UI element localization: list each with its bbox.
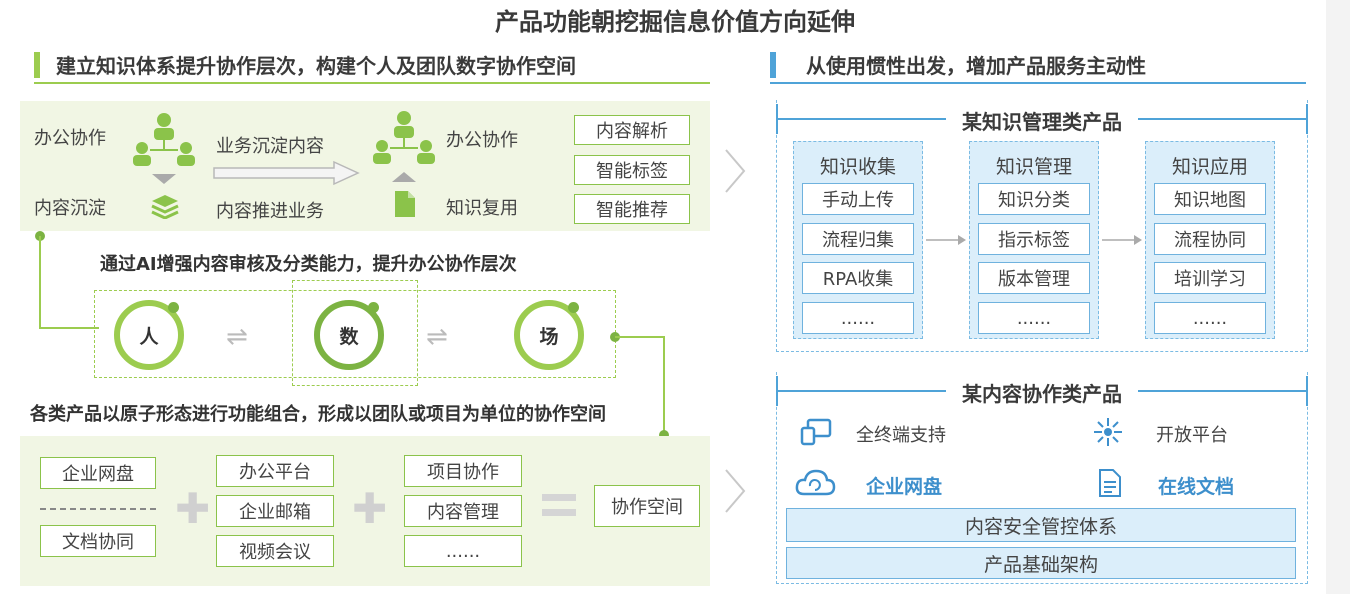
cell-process-sync: 流程协同	[1154, 223, 1266, 255]
online-doc-icon	[1099, 469, 1121, 497]
product1-title: 某知识管理类产品	[962, 110, 1122, 134]
cell-training: 培训学习	[1154, 262, 1266, 294]
feature-open-platform: 开放平台	[1156, 425, 1228, 446]
column2-head: 知识管理	[995, 156, 1072, 178]
feature-all-terminal: 全终端支持	[856, 425, 946, 446]
product1-tick-right	[1306, 104, 1308, 134]
left-heading-marker	[34, 52, 40, 78]
arrow-down-icon	[152, 174, 176, 184]
office-collab-right: 办公协作	[446, 130, 518, 151]
column3-head: 知识应用	[1171, 156, 1248, 178]
item-enterprise-disk: 企业网盘	[40, 457, 156, 489]
product2-frame	[776, 372, 1308, 584]
cell-more-2: ......	[978, 302, 1090, 334]
cell-version-manage: 版本管理	[978, 262, 1090, 294]
feature-online-doc: 在线文档	[1158, 476, 1235, 498]
divider-dashed	[40, 508, 156, 510]
right-arrow-icon	[213, 160, 360, 186]
cell-more-3: ......	[1154, 302, 1266, 334]
right-heading: 从使用惯性出发，增加产品服务主动性	[806, 54, 1146, 78]
biz-to-content-label: 业务沉淀内容	[216, 136, 324, 157]
cell-indicator-tag: 指示标签	[978, 223, 1090, 255]
chevron-right-icon-top	[722, 148, 748, 194]
team-icon-right	[373, 111, 435, 164]
multi-device-icon	[800, 418, 832, 446]
team-icon-left	[133, 113, 195, 166]
column1-head: 知识收集	[819, 156, 896, 178]
ai-heading: 通过AI增强内容审核及分类能力，提升办公协作层次	[100, 254, 517, 275]
arrow-right-icon-1	[926, 235, 966, 245]
arrow-right-icon-2	[1102, 235, 1142, 245]
right-heading-marker	[770, 52, 776, 78]
cell-manual-upload: 手动上传	[802, 183, 914, 215]
content-deposit: 内容沉淀	[34, 198, 106, 219]
office-collab-left: 办公协作	[34, 128, 106, 149]
item-doc-collab: 文档协同	[40, 525, 156, 557]
feature-enterprise-disk: 企业网盘	[866, 476, 943, 498]
item-enterprise-mail: 企业邮箱	[216, 495, 334, 527]
item-office-platform: 办公平台	[216, 455, 334, 487]
left-heading: 建立知识体系提升协作层次，构建个人及团队数字协作空间	[56, 54, 576, 78]
bar-security-system: 内容安全管控体系	[786, 508, 1296, 542]
right-heading-underline	[770, 82, 1306, 84]
connector-line-right-v	[663, 336, 665, 436]
cell-knowledge-map: 知识地图	[1154, 183, 1266, 215]
cell-process-collect: 流程归集	[802, 223, 914, 255]
plus-icon-1: ✚	[175, 484, 211, 533]
item-project-collab: 项目协作	[404, 455, 522, 487]
layers-icon	[151, 195, 179, 219]
connector-line-left-h	[39, 327, 99, 329]
tag-smart-label: 智能标签	[574, 155, 690, 185]
connector-line-left-v	[39, 236, 41, 328]
tag-content-parse: 内容解析	[574, 115, 690, 145]
equals-icon	[542, 494, 576, 518]
product2-line-right	[1138, 390, 1308, 392]
bar-base-architecture: 产品基础架构	[786, 547, 1296, 579]
product1-line-right	[1138, 118, 1308, 120]
circle-scene-dot	[568, 302, 579, 313]
result-collab-space: 协作空间	[594, 485, 700, 527]
connector-line-right-h	[615, 336, 665, 338]
cell-rpa-collect: RPA收集	[802, 262, 914, 294]
item-content-mgmt: 内容管理	[404, 495, 522, 527]
product2-tick-right	[1306, 376, 1308, 406]
arrow-up-icon	[392, 172, 416, 182]
product2-title: 某内容协作类产品	[962, 382, 1122, 406]
item-video-meeting: 视频会议	[216, 535, 334, 567]
document-icon	[395, 191, 415, 217]
product2-line-left	[776, 390, 946, 392]
plus-icon-2: ✚	[352, 484, 388, 533]
atom-heading: 各类产品以原子形态进行功能组合，形成以团队或项目为单位的协作空间	[30, 404, 606, 425]
exchange-icon-1: ⇌	[226, 322, 248, 352]
tag-smart-recommend: 智能推荐	[574, 194, 690, 224]
edge-strip	[1326, 0, 1350, 594]
item-more: ......	[404, 535, 522, 567]
circle-data-dot	[368, 302, 379, 313]
dashed-frame-data	[292, 280, 418, 386]
connector-dot-right-bottom	[659, 430, 669, 440]
cloud-sync-icon	[795, 469, 836, 496]
circle-person-dot	[168, 302, 179, 313]
product1-line-left	[776, 118, 946, 120]
cell-more-1: ......	[802, 302, 914, 334]
exchange-icon-2: ⇌	[426, 322, 448, 352]
open-platform-icon	[1094, 418, 1122, 446]
page-title: 产品功能朝挖掘信息价值方向延伸	[495, 8, 855, 36]
product2-tick-left	[776, 376, 778, 406]
cell-knowledge-classify: 知识分类	[978, 183, 1090, 215]
left-heading-underline	[34, 82, 710, 84]
chevron-right-icon-bottom	[722, 468, 748, 514]
knowledge-reuse: 知识复用	[446, 198, 518, 219]
product1-frame	[776, 100, 1308, 352]
product1-tick-left	[776, 104, 778, 134]
content-to-biz-label: 内容推进业务	[216, 201, 324, 222]
